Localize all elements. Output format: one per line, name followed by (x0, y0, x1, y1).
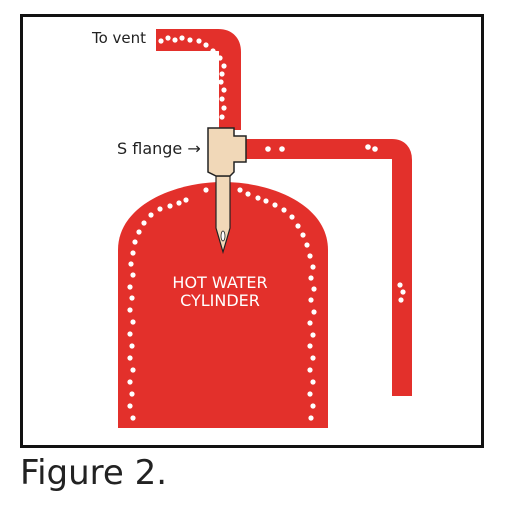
probe-tip-mark (220, 230, 226, 242)
s-flange-label-text: S flange (117, 139, 183, 158)
arrow-right-icon: → (187, 139, 201, 158)
vent-pipe-bubbles (158, 35, 227, 120)
flange-bubbles (203, 187, 243, 193)
cylinder-right-bubbles (245, 191, 317, 421)
cylinder-label: HOT WATER CYLINDER (150, 274, 290, 310)
flow-pipe (246, 139, 412, 396)
vent-label: To vent (92, 29, 147, 47)
hot-water-cylinder (118, 182, 328, 428)
s-flange-fitting (207, 127, 247, 177)
cylinder-label-line1: HOT WATER (172, 273, 268, 292)
s-flange-label: S flange → (117, 141, 201, 157)
cylinder-label-line2: CYLINDER (180, 291, 260, 310)
flow-pipe-bubbles (265, 144, 406, 303)
vent-pipe (156, 29, 241, 130)
figure-caption: Figure 2. (20, 453, 168, 493)
cylinder-left-bubbles (127, 197, 189, 421)
